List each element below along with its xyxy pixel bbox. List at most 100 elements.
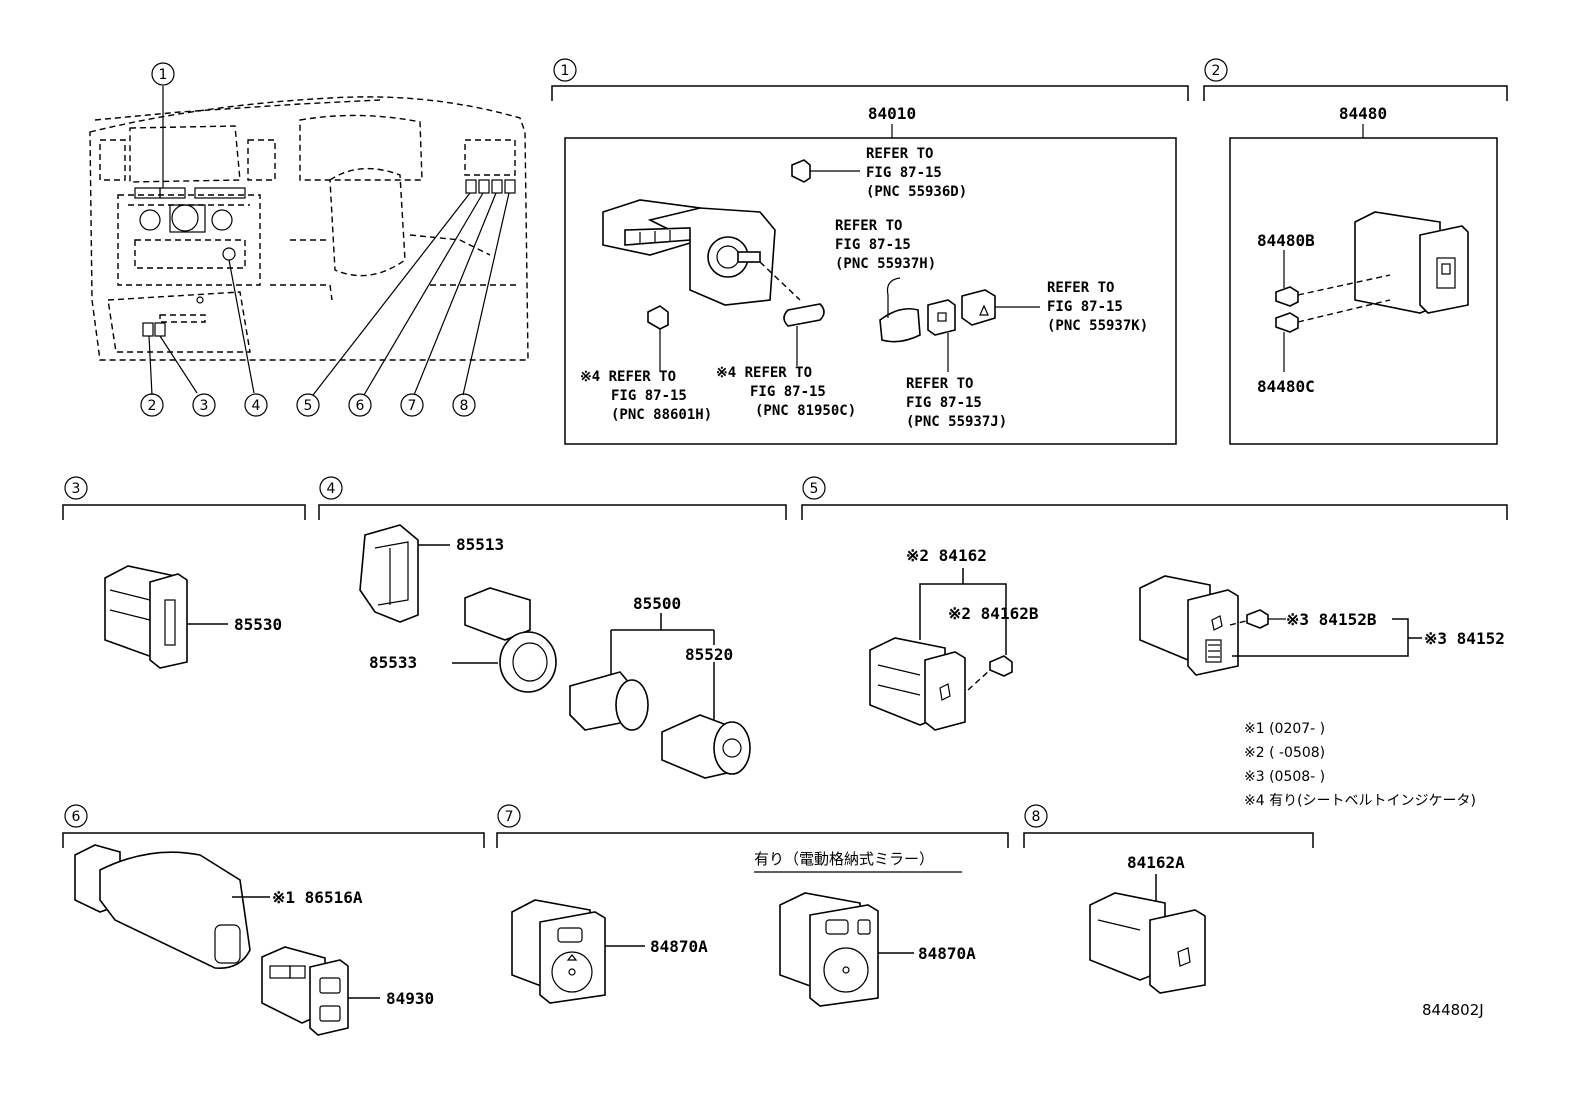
section-2: 2 84480 84480B 84480C [1203, 58, 1508, 445]
svg-text:2: 2 [1212, 63, 1221, 79]
svg-text:7: 7 [408, 398, 417, 414]
svg-text:FIG 87-15: FIG 87-15 [611, 388, 687, 404]
dashboard-overview [89, 86, 529, 396]
svg-text:8: 8 [460, 398, 469, 414]
cover-86516a [74, 844, 270, 969]
part-label-85530: 85530 [234, 615, 282, 634]
svg-text:(PNC 55937J): (PNC 55937J) [906, 414, 1007, 430]
section-1: 1 84010 [551, 58, 1189, 445]
part-label-84480c: 84480C [1257, 377, 1315, 396]
svg-text:(PNC 88601H): (PNC 88601H) [611, 407, 712, 423]
callout-4: 4 [244, 393, 268, 417]
assembly-label-84480: 84480 [1339, 104, 1387, 123]
knob-55937k [961, 289, 1040, 326]
svg-text:※4 REFER TO: ※4 REFER TO [716, 365, 812, 381]
svg-text:4: 4 [252, 398, 261, 414]
svg-text:1: 1 [561, 63, 570, 79]
svg-text:※3 (0508- ): ※3 (0508- ) [1244, 769, 1325, 785]
svg-text:REFER TO: REFER TO [906, 376, 973, 392]
part-label-84152: ※3 84152 [1424, 629, 1505, 648]
svg-text:REFER TO: REFER TO [835, 218, 902, 234]
assembly-label-84010: 84010 [868, 104, 916, 123]
switch-84152 [1139, 575, 1247, 676]
section-4: 4 85513 85533 85500 [318, 476, 787, 779]
bulb-55936d [791, 159, 860, 183]
svg-text:5: 5 [304, 398, 313, 414]
section-5: 5 ※2 84162 ※2 84162B [801, 476, 1508, 731]
svg-text:3: 3 [200, 398, 209, 414]
callout-3: 3 [192, 393, 216, 417]
part-label-85513: 85513 [456, 535, 504, 554]
part-label-85520: 85520 [685, 645, 733, 664]
svg-text:5: 5 [810, 481, 819, 497]
callout-8: 8 [452, 393, 476, 417]
section-3: 3 85530 [62, 476, 306, 669]
callout-5: 5 [296, 393, 320, 417]
lighter-knob-85520 [661, 630, 751, 779]
svg-text:8: 8 [1032, 809, 1041, 825]
refer-55936d: REFER TO FIG 87-15 (PNC 55936D) [866, 146, 967, 200]
bulb-88601h [647, 305, 669, 372]
knob-55937j [927, 299, 956, 372]
svg-text:2: 2 [148, 398, 157, 414]
svg-text:※4 REFER TO: ※4 REFER TO [580, 369, 676, 385]
part-label-86516a: ※1 86516A [272, 888, 363, 907]
mirror-switch-84870a-1 [511, 899, 645, 1004]
svg-text:REFER TO: REFER TO [1047, 280, 1114, 296]
callout-7: 7 [400, 393, 424, 417]
part-label-84152b: ※3 84152B [1286, 610, 1377, 629]
socket-85533 [452, 587, 557, 693]
switch-84162a [1089, 892, 1206, 994]
svg-text:6: 6 [72, 809, 81, 825]
lighter-85500 [569, 613, 714, 731]
svg-text:(PNC 55937H): (PNC 55937H) [835, 256, 936, 272]
notes: ※1 (0207- ) ※2 ( -0508) ※3 (0508- ) ※4 有… [1244, 721, 1476, 809]
part-label-84162: ※2 84162 [906, 546, 987, 565]
svg-text:1: 1 [159, 67, 168, 83]
svg-text:※2 ( -0508): ※2 ( -0508) [1244, 745, 1325, 761]
svg-text:7: 7 [505, 809, 514, 825]
refer-55937h: REFER TO FIG 87-15 (PNC 55937H) [835, 218, 936, 272]
svg-text:FIG 87-15: FIG 87-15 [1047, 299, 1123, 315]
assembly-box-84480 [1229, 137, 1498, 445]
figure-code: 844802J [1422, 1001, 1484, 1019]
part-label-84480b: 84480B [1257, 231, 1315, 250]
callout-1: 1 [151, 62, 175, 86]
mirror-switch-84870a-2 [779, 892, 914, 1007]
svg-text:※1 (0207- ): ※1 (0207- ) [1244, 721, 1325, 737]
knob-81950c [783, 303, 825, 366]
svg-text:3: 3 [72, 481, 81, 497]
svg-text:※4 有り(シートベルトインジケータ): ※4 有り(シートベルトインジケータ) [1244, 793, 1476, 809]
callout-6: 6 [348, 393, 372, 417]
bulb-84480b [1275, 250, 1299, 307]
svg-text:4: 4 [327, 481, 336, 497]
part-label-84930: 84930 [386, 989, 434, 1008]
part-label-84870a-2: 84870A [918, 944, 976, 963]
part-label-84870a-1: 84870A [650, 937, 708, 956]
svg-text:(PNC 81950C): (PNC 81950C) [755, 403, 856, 419]
knob-55937h [879, 277, 921, 343]
switch-housing [602, 199, 801, 306]
caption-power-folding-mirror: 有り（電動格納式ミラー） [754, 850, 934, 868]
dash-right-switches [465, 179, 516, 194]
switch-84930 [261, 946, 380, 1036]
section-7: 7 有り（電動格納式ミラー） 84870A 84870A [496, 804, 1009, 1007]
switch-84162 [869, 637, 966, 731]
refer-88601h: ※4 REFER TO FIG 87-15 (PNC 88601H) [580, 369, 712, 423]
svg-text:FIG 87-15: FIG 87-15 [906, 395, 982, 411]
part-label-85500: 85500 [633, 594, 681, 613]
bulb-84162b [967, 655, 1013, 691]
assembly-box-84010 [564, 137, 1177, 445]
svg-text:FIG 87-15: FIG 87-15 [750, 384, 826, 400]
section-6: 6 ※1 86516A 84930 [62, 804, 485, 1036]
part-label-84162a: 84162A [1127, 853, 1185, 872]
refer-81950c: ※4 REFER TO FIG 87-15 (PNC 81950C) [716, 365, 856, 419]
part-label-84162b: ※2 84162B [948, 604, 1039, 623]
refer-55937k: REFER TO FIG 87-15 (PNC 55937K) [1047, 280, 1148, 334]
svg-text:(PNC 55936D): (PNC 55936D) [866, 184, 967, 200]
dash-lower-switches [142, 322, 166, 337]
section-8: 8 84162A [1023, 804, 1314, 994]
svg-text:FIG 87-15: FIG 87-15 [835, 237, 911, 253]
svg-text:6: 6 [356, 398, 365, 414]
clip-85513 [359, 524, 450, 623]
